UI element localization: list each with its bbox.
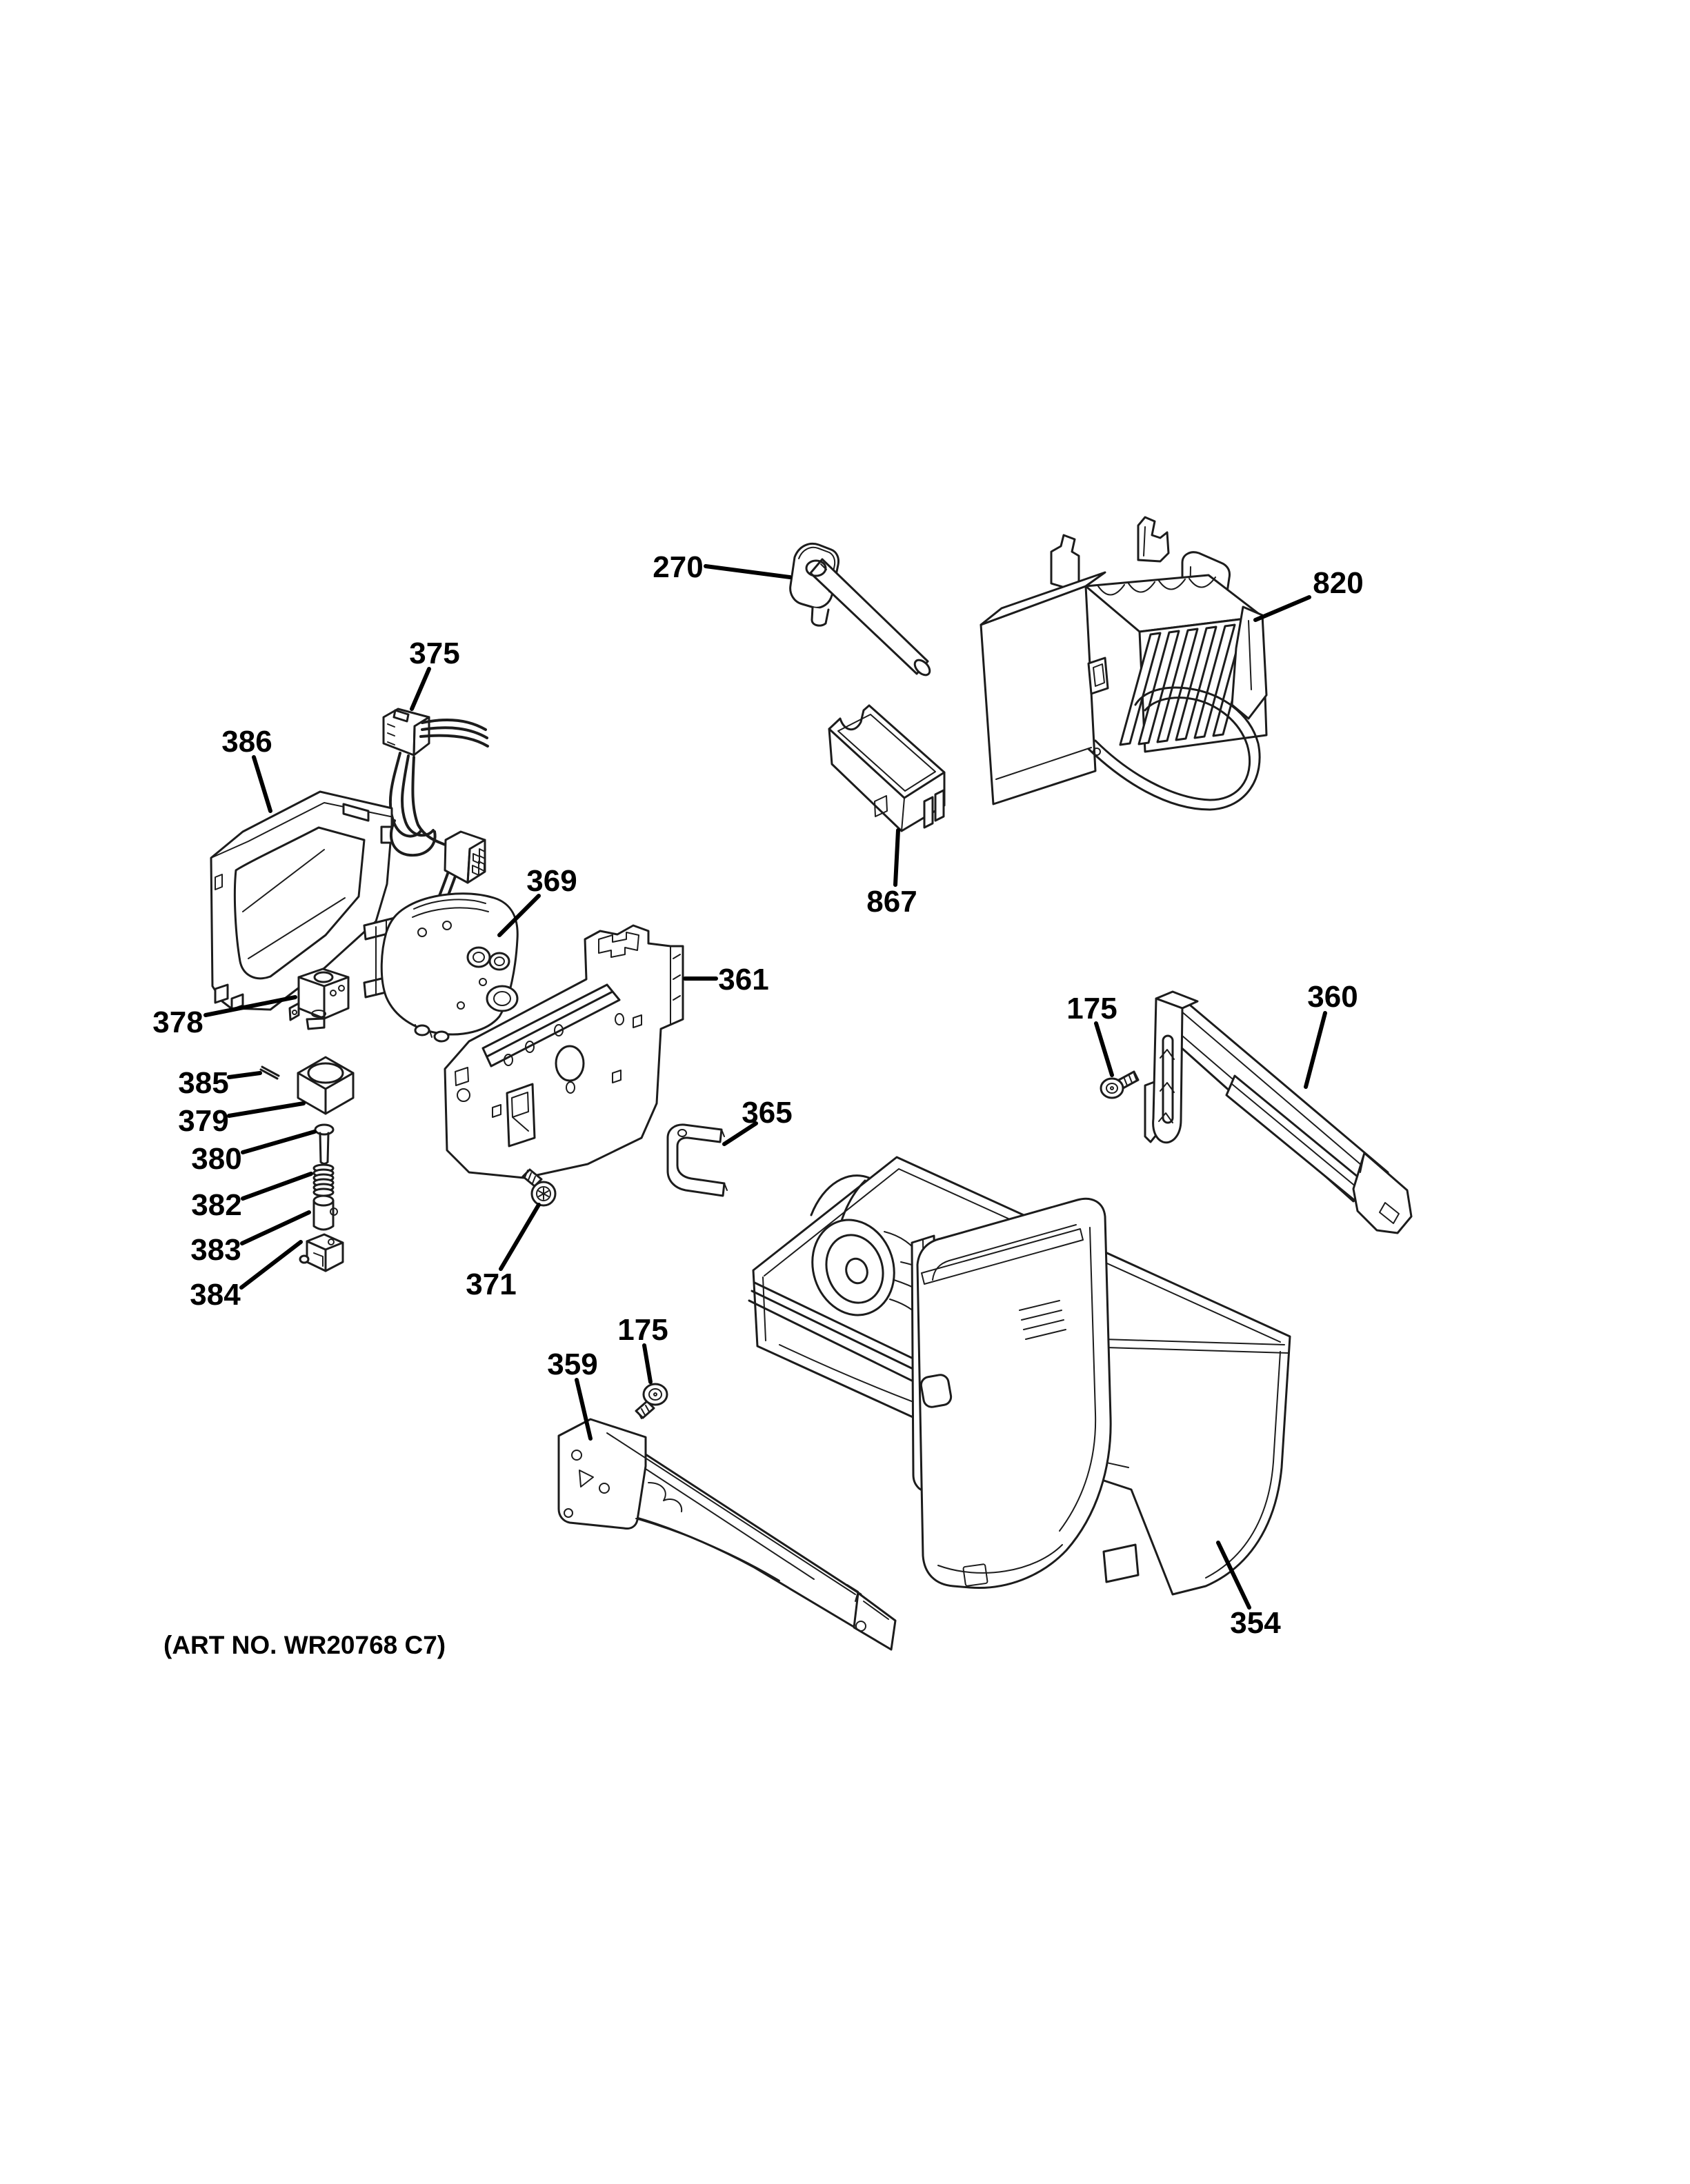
callout-369: 369 [526, 864, 577, 898]
callout-382: 382 [191, 1188, 241, 1222]
part-380-plunger [314, 1123, 335, 1165]
callout-384: 384 [190, 1278, 241, 1312]
part-375-wire-harness [382, 708, 489, 923]
callout-867: 867 [866, 885, 917, 919]
part-820-ice-maker [980, 516, 1268, 811]
part-379-valve-block [297, 1056, 355, 1115]
callout-375: 375 [409, 637, 459, 670]
callout-175-front: 175 [617, 1313, 668, 1347]
part-369-auger-motor [363, 892, 519, 1043]
callout-labels: 270 820 375 386 369 361 378 385 379 380 … [152, 550, 1363, 1640]
callout-365: 365 [742, 1096, 792, 1130]
callout-380: 380 [191, 1142, 241, 1176]
callout-386: 386 [221, 725, 272, 759]
part-383-cup [312, 1194, 338, 1231]
callout-379: 379 [178, 1104, 228, 1138]
part-867-ice-tray [828, 704, 946, 832]
part-386-housing [210, 790, 393, 1011]
art-number: (ART NO. WR20768 C7) [163, 1631, 446, 1659]
callout-359: 359 [547, 1348, 597, 1381]
part-175-screw-front [635, 1383, 668, 1419]
callout-175-right: 175 [1066, 992, 1117, 1025]
callout-378: 378 [152, 1005, 203, 1039]
callout-354: 354 [1230, 1606, 1281, 1640]
part-360-slide-rail-right [1144, 990, 1413, 1234]
callout-360: 360 [1307, 980, 1358, 1014]
callout-leader-lines [203, 564, 1327, 1610]
callout-361: 361 [718, 963, 768, 996]
part-175-screw-right [1100, 1070, 1140, 1099]
part-359-slide-rail-left [557, 1418, 897, 1651]
callout-371: 371 [466, 1268, 516, 1301]
part-270-fill-tube [789, 542, 931, 677]
part-378-solenoid [288, 968, 350, 1030]
callout-820: 820 [1313, 566, 1363, 600]
part-385-pin [259, 1065, 280, 1080]
callout-270: 270 [653, 550, 703, 584]
part-382-spring [312, 1163, 335, 1197]
part-371-screw [521, 1168, 557, 1207]
part-354-ice-bucket [748, 1156, 1291, 1596]
part-361-mounting-plate [444, 924, 684, 1179]
callout-383: 383 [190, 1233, 241, 1267]
part-365-clip [666, 1123, 728, 1197]
callout-385: 385 [178, 1066, 228, 1100]
part-384-bracket [299, 1233, 344, 1272]
